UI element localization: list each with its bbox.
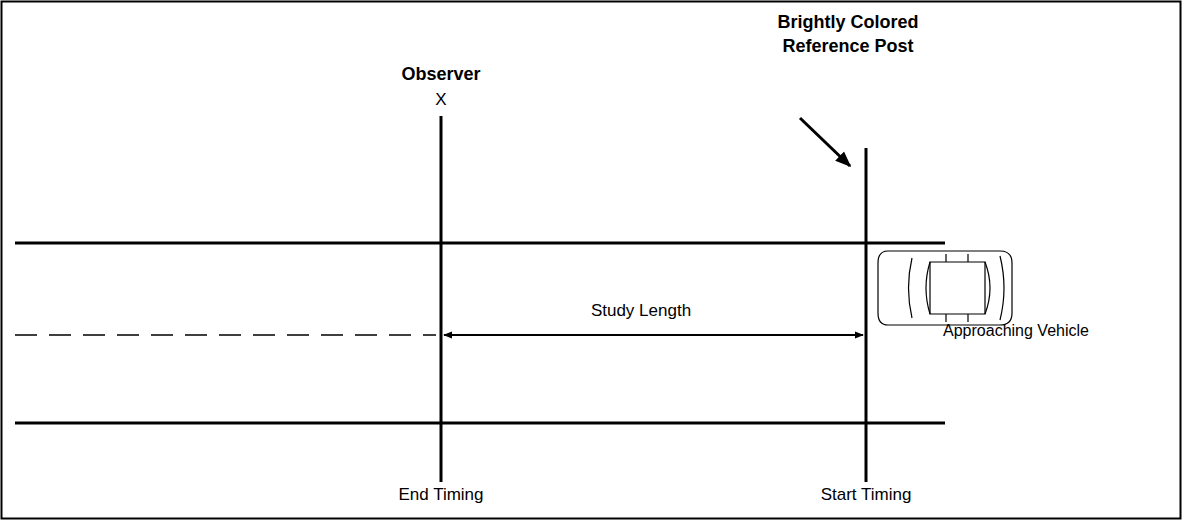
- text-label: X: [435, 89, 446, 112]
- text-label: Start Timing: [821, 484, 912, 507]
- text-label: End Timing: [398, 484, 483, 507]
- study-length-arrow: [444, 334, 863, 336]
- text-label: Approaching Vehicle: [943, 320, 1089, 342]
- text-label: Study Length: [591, 300, 691, 323]
- end-timing-line: [440, 116, 443, 482]
- start-timing-line: [865, 148, 868, 482]
- heading-label: Observer: [401, 62, 480, 86]
- pointer-arrow: [800, 118, 850, 166]
- center-line: [15, 334, 436, 336]
- road-edge: [15, 422, 945, 425]
- road-edge: [15, 242, 945, 245]
- heading-label: Brightly Colored Reference Post: [753, 10, 943, 59]
- car-symbol: [878, 251, 1012, 325]
